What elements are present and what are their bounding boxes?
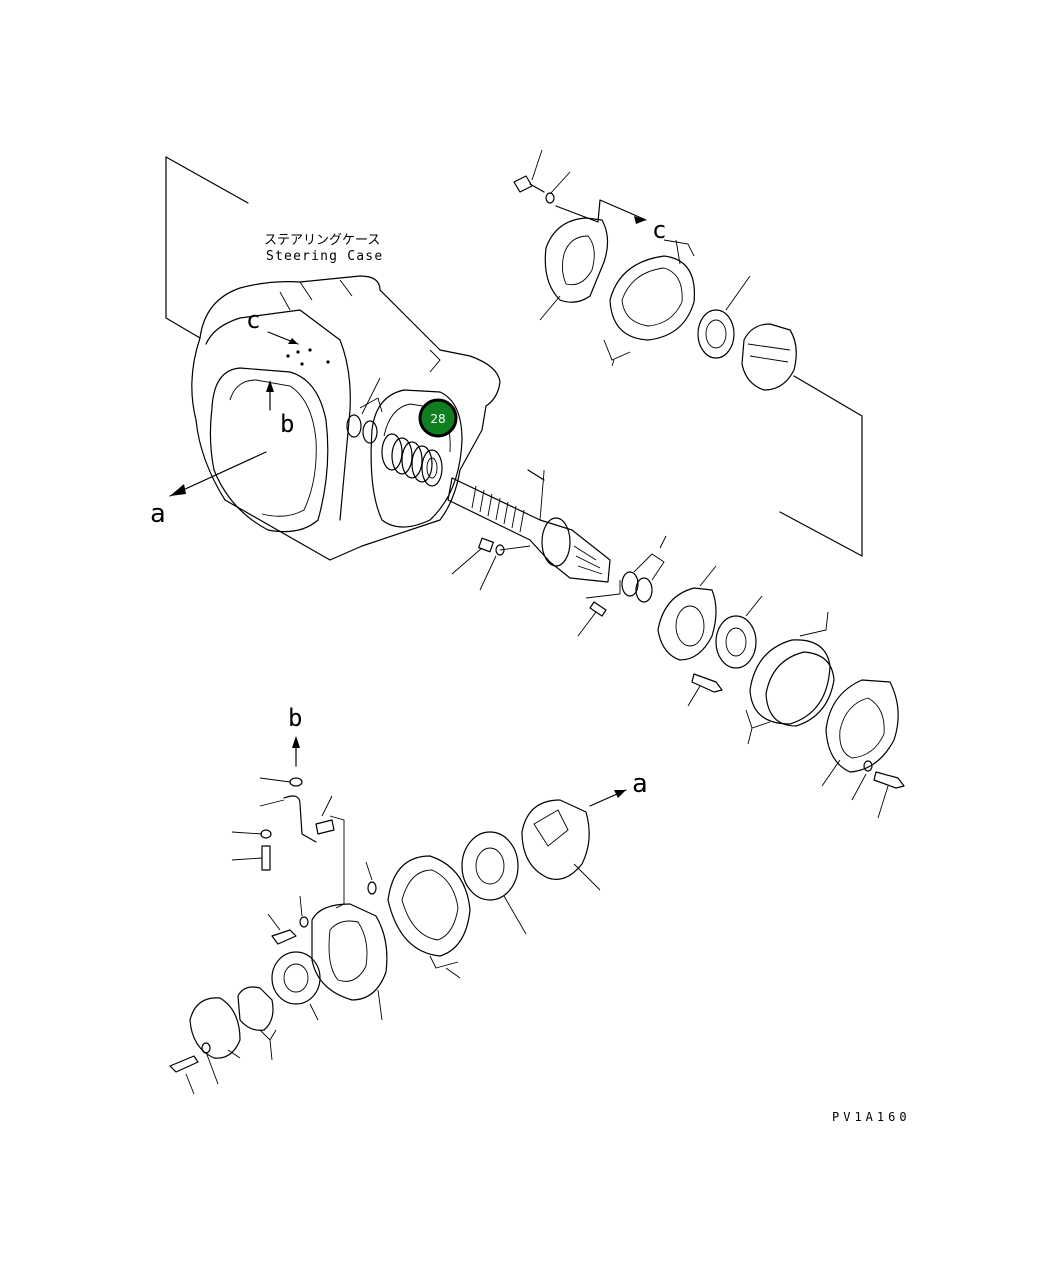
lower-bolt-left	[267, 895, 309, 945]
label-b-case: b	[280, 410, 294, 438]
mid-bearing	[715, 595, 763, 669]
callout-marker-28[interactable]: 28	[418, 398, 458, 438]
lower-small-bolt	[365, 861, 377, 895]
lower-gear	[521, 799, 601, 891]
lower-end-parts	[169, 986, 277, 1095]
shaft-bolt	[577, 580, 621, 637]
mid-cover	[657, 565, 717, 661]
label-c-case: c	[246, 306, 260, 334]
upper-gasket	[603, 239, 696, 367]
upper-hub	[741, 323, 863, 557]
lower-bearing-right	[461, 831, 527, 935]
case-label-jp: ステアリングケース	[264, 233, 380, 248]
drawing-code: PV1A160	[832, 1110, 911, 1124]
bearing-stack	[381, 433, 443, 487]
case-label-en: Steering Case	[266, 249, 383, 264]
mid-right-bolt	[851, 760, 905, 819]
lower-cover	[311, 903, 388, 1021]
mid-gaskets	[745, 611, 835, 745]
case-bracket	[165, 156, 249, 339]
lower-bearing-left	[271, 951, 321, 1021]
label-a-case: a	[150, 499, 166, 529]
o-rings	[346, 377, 383, 444]
label-c-upper: c	[652, 216, 666, 244]
shaft	[447, 469, 611, 583]
lower-gasket-big	[387, 855, 471, 979]
marker-number: 28	[430, 412, 445, 426]
pipe-fittings	[231, 777, 345, 909]
mid-rings	[621, 535, 667, 603]
shaft-nut	[451, 537, 531, 591]
upper-bearing	[697, 275, 751, 359]
mid-cover-right	[821, 679, 899, 787]
upper-cover	[539, 217, 609, 321]
mid-bolt	[687, 673, 723, 707]
label-b-lower: b	[288, 704, 302, 732]
label-a-lower: a	[632, 769, 648, 799]
upper-bolt	[513, 149, 571, 204]
